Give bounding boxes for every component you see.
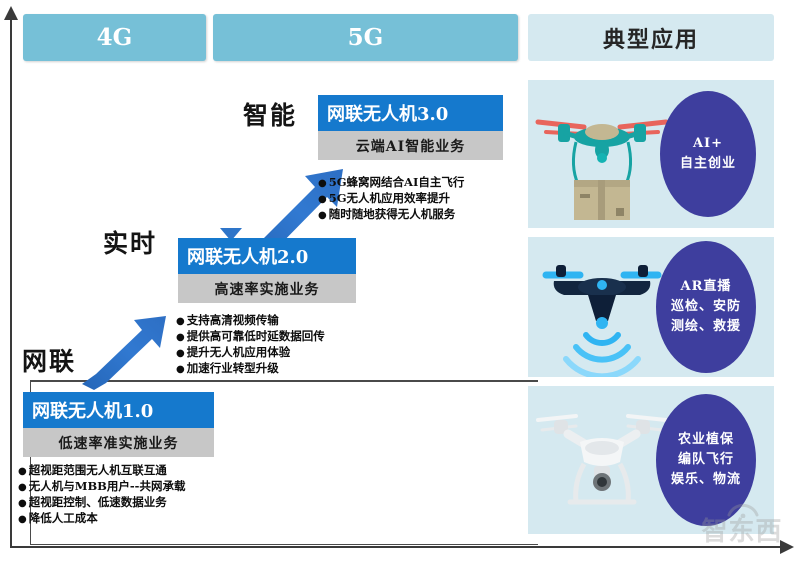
generation-card-1-subtitle: 低速率准实施业务	[23, 428, 214, 457]
list-item: 5G蜂窝网结合AI自主飞行	[318, 175, 465, 191]
column-header-4g-label: 4G	[96, 24, 133, 51]
list-item: 加速行业转型升级	[176, 361, 325, 377]
list-item: 降低人工成本	[18, 511, 185, 527]
list-item: 随时随地获得无人机服务	[318, 207, 464, 223]
generation-card-3-title: 网联无人机3.0	[318, 95, 503, 131]
group-outline-box-top	[30, 380, 538, 382]
application-1-line-1: AI+	[692, 136, 724, 151]
application-3-line-1: 农业植保	[677, 432, 734, 447]
application-1-line-2: 自主创业	[679, 156, 736, 171]
list-item: 超视距范围无人机互联互通	[18, 463, 185, 479]
column-header-applications-label: 典型应用	[602, 26, 699, 53]
watermark: 智东西	[690, 503, 794, 548]
horizontal-axis-line	[10, 546, 782, 548]
delivery-drone-with-package-icon	[532, 80, 672, 228]
column-header-4g: 4G	[23, 14, 206, 61]
horizontal-axis-arrowhead-icon	[780, 540, 794, 554]
application-2-line-1: AR直播	[680, 279, 732, 294]
generation-card-2-subtitle: 高速率实施业务	[178, 274, 356, 303]
column-header-5g: 5G	[213, 14, 518, 61]
list-item: 提升无人机应用体验	[176, 345, 325, 361]
application-panel-2: AR直播 巡检、安防 测绘、救援	[528, 237, 774, 377]
wifi-arc-icon	[727, 503, 759, 518]
application-3-badge: 农业植保 编队飞行 娱乐、物流	[656, 394, 756, 526]
list-item: 提供高可靠低时延数据回传	[176, 329, 325, 345]
growth-arrow-1-icon	[80, 310, 180, 390]
generation-card-1-bullets: 超视距范围无人机互联互通 无人机与MBB用户--共网承载 超视距控制、低速数据业…	[18, 463, 186, 527]
application-2-line-2: 巡检、安防	[670, 299, 741, 314]
column-header-applications: 典型应用	[528, 14, 774, 61]
generation-card-3-bullets: 5G蜂窝网结合AI自主飞行 5G无人机应用效率提升 随时随地获得无人机服务	[318, 175, 465, 223]
application-3-line-2: 编队飞行	[677, 452, 734, 467]
vertical-axis-line	[10, 18, 12, 548]
column-header-5g-label: 5G	[347, 24, 384, 51]
list-item: 无人机与MBB用户--共网承载	[18, 479, 186, 495]
generation-card-3-subtitle: 云端AI智能业务	[318, 131, 503, 160]
list-item: 支持高清视频传输	[176, 313, 325, 329]
stage-label-realtime: 实时	[103, 229, 158, 258]
generation-card-1: 网联无人机1.0 低速率准实施业务	[23, 392, 214, 457]
generation-card-2: 网联无人机2.0 高速率实施业务	[178, 238, 356, 303]
generation-card-2-title: 网联无人机2.0	[178, 238, 356, 274]
list-item: 5G无人机应用效率提升	[318, 191, 464, 207]
stage-label-intelligent: 智能	[243, 101, 298, 130]
application-panel-1: AI+ 自主创业	[528, 80, 774, 228]
list-item: 超视距控制、低速数据业务	[18, 495, 185, 511]
generation-card-1-title: 网联无人机1.0	[23, 392, 214, 428]
application-1-badge: AI+ 自主创业	[660, 91, 756, 217]
signal-drone-with-waves-icon	[532, 237, 672, 377]
stage-label-connected: 网联	[22, 347, 77, 376]
card-2-connector-icon	[220, 228, 242, 241]
watermark-text: 智东西	[701, 517, 783, 547]
generation-card-2-bullets: 支持高清视频传输 提供高可靠低时延数据回传 提升无人机应用体验 加速行业转型升级	[176, 313, 325, 377]
application-3-line-3: 娱乐、物流	[670, 472, 741, 487]
vertical-axis-arrowhead-icon	[4, 6, 18, 20]
application-panel-3: 农业植保 编队飞行 娱乐、物流	[528, 386, 774, 534]
generation-card-3: 网联无人机3.0 云端AI智能业务	[318, 95, 503, 160]
white-quadcopter-drone-icon	[532, 386, 672, 534]
application-2-line-3: 测绘、救援	[670, 319, 741, 334]
application-2-badge: AR直播 巡检、安防 测绘、救援	[656, 241, 756, 373]
